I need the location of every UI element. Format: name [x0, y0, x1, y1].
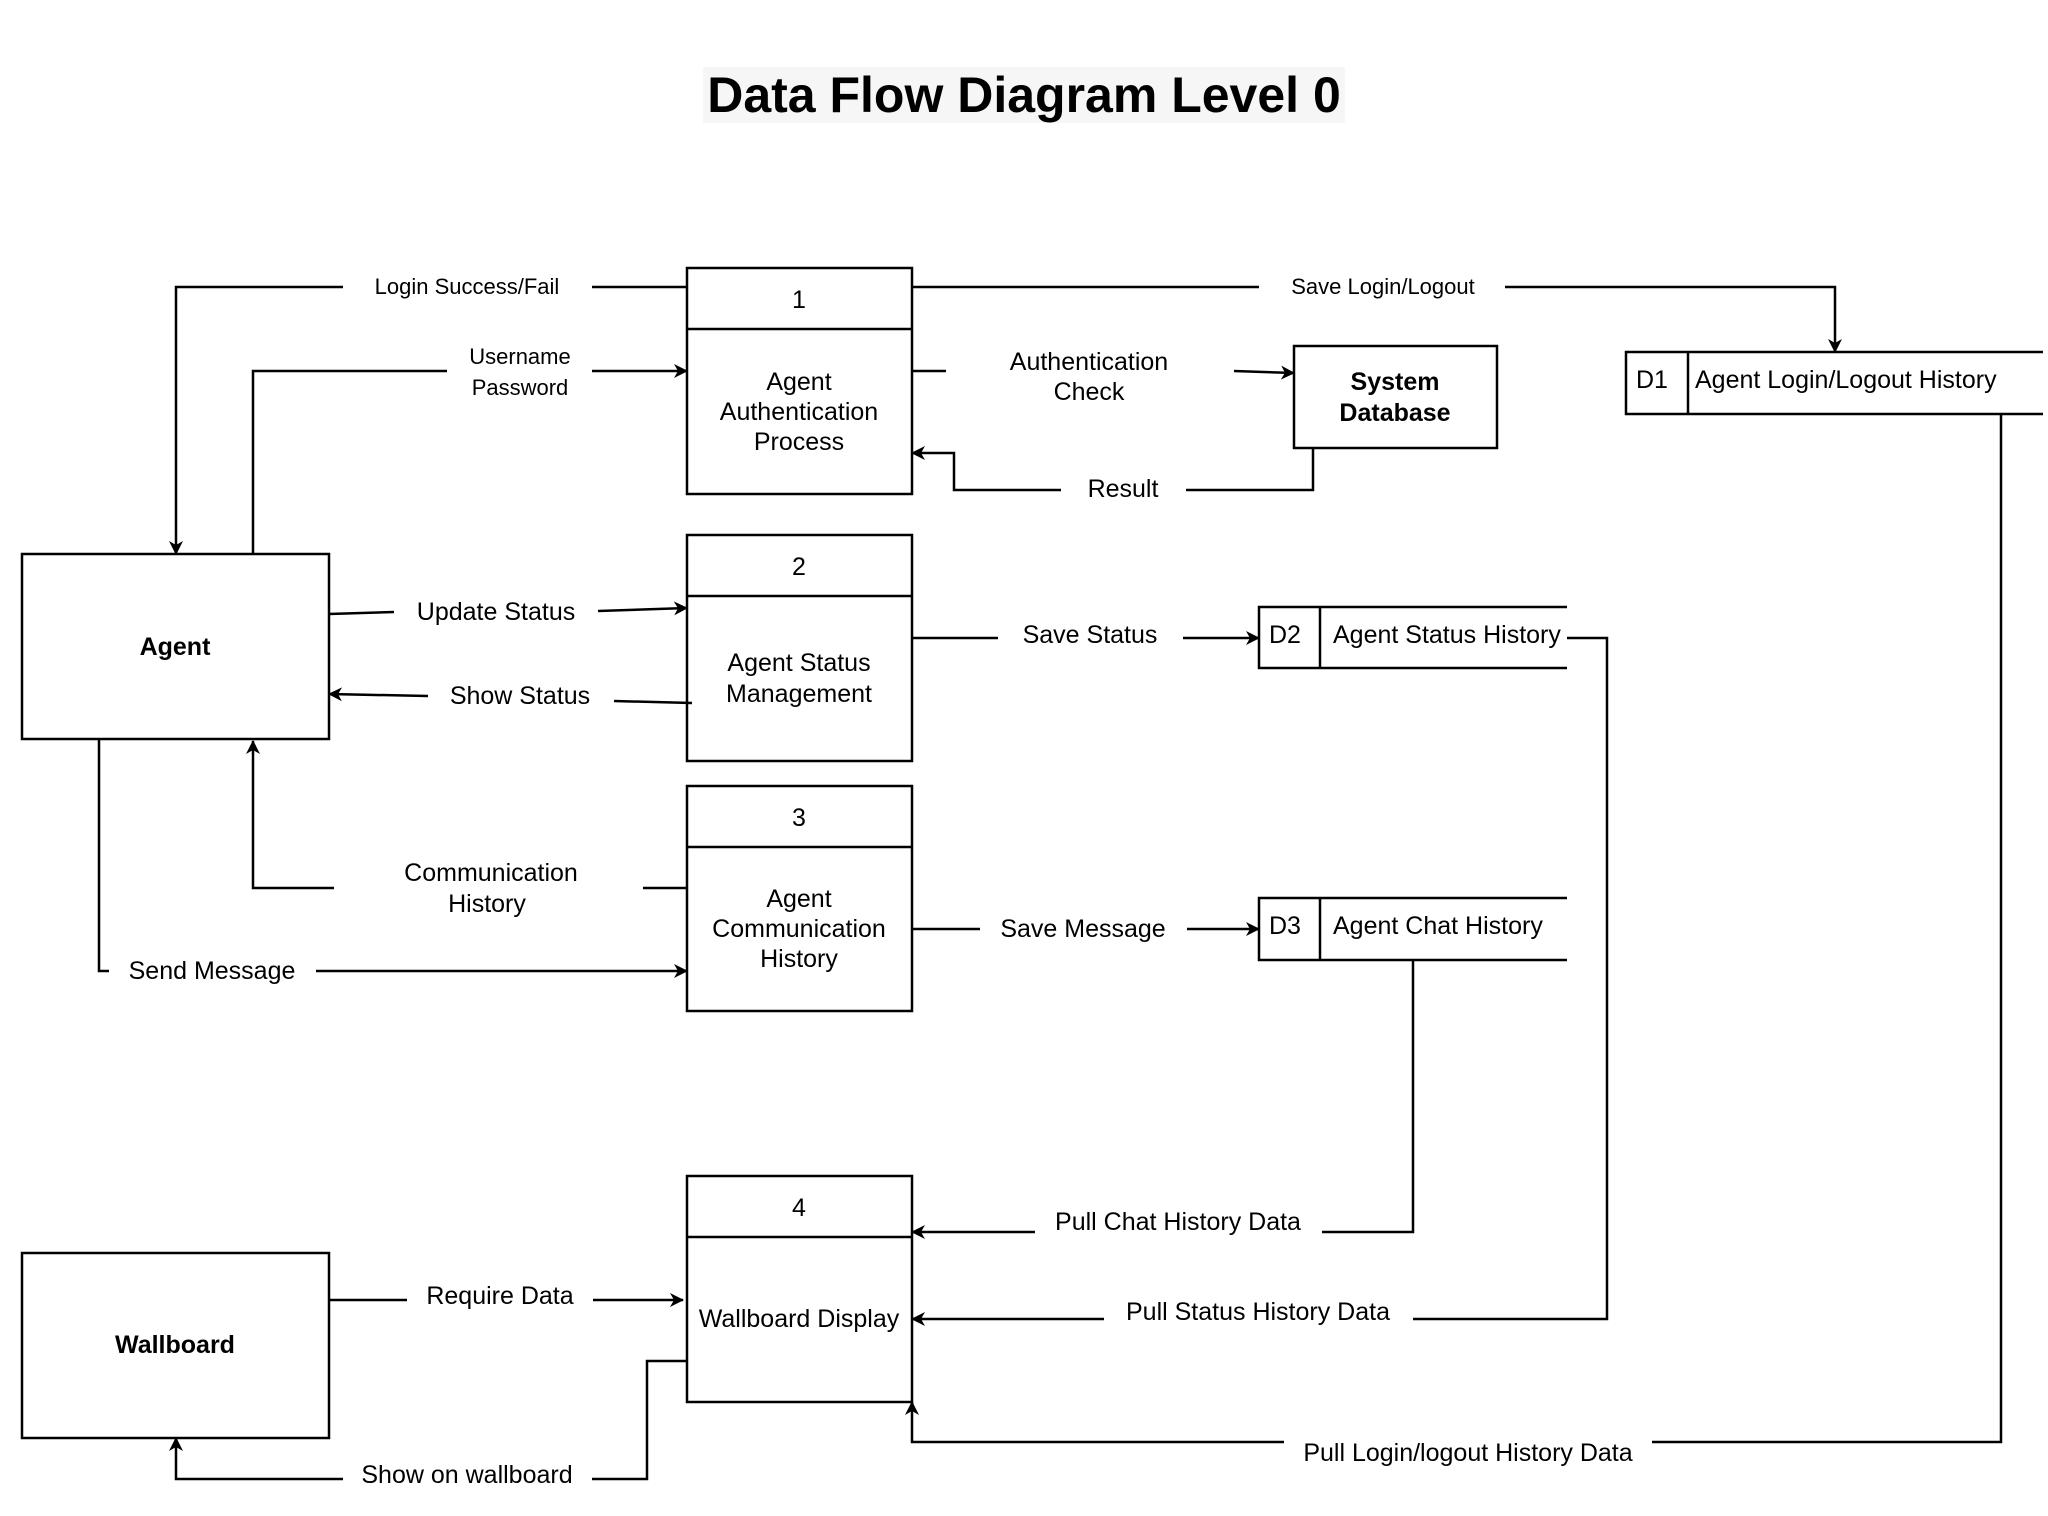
- svg-text:Wallboard: Wallboard: [115, 1331, 235, 1359]
- svg-text:Result: Result: [1088, 475, 1159, 503]
- svg-text:Show on wallboard: Show on wallboard: [361, 1461, 572, 1489]
- flow-require-data: Require Data: [329, 1282, 684, 1310]
- flow-update-status: Update Status: [328, 598, 688, 626]
- svg-text:Pull Status History Data: Pull Status History Data: [1126, 1298, 1390, 1326]
- svg-text:Database: Database: [1339, 399, 1450, 427]
- diagram-title: Data Flow Diagram Level 0: [0, 66, 2048, 124]
- flow-result: Result: [911, 446, 1315, 503]
- svg-text:Save Login/Logout: Save Login/Logout: [1291, 274, 1475, 299]
- data-store-d1: D1 Agent Login/Logout History: [1624, 350, 2043, 416]
- svg-text:2: 2: [792, 553, 806, 581]
- svg-text:Password: Password: [472, 375, 569, 400]
- flow-save-login-logout: Save Login/Logout: [912, 274, 1842, 353]
- flow-save-status: Save Status: [912, 621, 1260, 649]
- svg-text:Wallboard Display: Wallboard Display: [699, 1305, 900, 1333]
- svg-text:Agent Status History: Agent Status History: [1333, 621, 1561, 649]
- process-1-agent-authentication: 1 Agent Authentication Process: [685, 266, 914, 496]
- flow-username-password: Username Password: [251, 344, 688, 554]
- flow-save-message: Save Message: [912, 915, 1260, 943]
- svg-text:1: 1: [792, 286, 806, 314]
- svg-text:History: History: [760, 945, 838, 973]
- svg-text:History: History: [448, 890, 526, 918]
- svg-text:3: 3: [792, 804, 806, 832]
- flow-pull-chat-history: Pull Chat History Data: [911, 960, 1415, 1239]
- process-2-agent-status-management: 2 Agent Status Management: [685, 533, 914, 763]
- svg-text:Agent: Agent: [766, 885, 831, 913]
- svg-text:Authentication: Authentication: [1010, 348, 1168, 376]
- process-4-wallboard-display: 4 Wallboard Display: [685, 1174, 914, 1404]
- svg-text:System: System: [1351, 368, 1440, 396]
- flow-show-status: Show Status: [328, 682, 693, 710]
- svg-text:D2: D2: [1269, 621, 1301, 649]
- svg-text:Require Data: Require Data: [426, 1282, 573, 1310]
- svg-text:4: 4: [792, 1194, 806, 1222]
- svg-text:Save Status: Save Status: [1023, 621, 1158, 649]
- flow-pull-status-history: Pull Status History Data: [911, 636, 1609, 1326]
- flow-authentication-check: Authentication Check: [912, 348, 1295, 406]
- flow-pull-login-logout-history: Pull Login/logout History Data: [905, 414, 2003, 1467]
- svg-text:Agent Chat History: Agent Chat History: [1333, 912, 1543, 940]
- svg-text:Username: Username: [469, 344, 570, 369]
- agent-entity: Agent: [20, 552, 331, 741]
- svg-text:Agent Status: Agent Status: [727, 649, 870, 677]
- svg-text:Check: Check: [1054, 378, 1125, 406]
- wallboard-entity: Wallboard: [20, 1251, 331, 1440]
- svg-text:Login Success/Fail: Login Success/Fail: [375, 274, 560, 299]
- svg-text:Agent Login/Logout History: Agent Login/Logout History: [1695, 366, 1997, 394]
- svg-text:Agent: Agent: [766, 368, 831, 396]
- svg-text:Communication: Communication: [404, 859, 578, 887]
- process-3-agent-communication-history: 3 Agent Communication History: [685, 784, 914, 1013]
- svg-text:Pull Chat History Data: Pull Chat History Data: [1055, 1208, 1301, 1236]
- svg-text:D3: D3: [1269, 912, 1301, 940]
- svg-text:Agent: Agent: [140, 633, 212, 661]
- svg-text:Send Message: Send Message: [129, 957, 296, 985]
- svg-text:Save Message: Save Message: [1000, 915, 1165, 943]
- svg-text:Show Status: Show Status: [450, 682, 590, 710]
- svg-text:Pull Login/logout History Data: Pull Login/logout History Data: [1303, 1439, 1632, 1467]
- flow-send-message: Send Message: [97, 739, 688, 985]
- flow-login-success-fail: Login Success/Fail: [169, 274, 687, 555]
- svg-text:D1: D1: [1636, 366, 1668, 394]
- svg-text:Process: Process: [754, 428, 844, 456]
- svg-text:Authentication: Authentication: [720, 398, 878, 426]
- data-store-d2: D2 Agent Status History: [1257, 605, 1567, 670]
- svg-text:Update Status: Update Status: [417, 598, 575, 626]
- svg-text:Communication: Communication: [712, 915, 886, 943]
- flow-show-on-wallboard: Show on wallboard: [169, 1359, 687, 1489]
- svg-text:Management: Management: [726, 680, 872, 708]
- system-database-entity: System Database: [1292, 344, 1499, 450]
- flow-communication-history: Communication History: [246, 740, 687, 918]
- data-store-d3: D3 Agent Chat History: [1257, 896, 1567, 962]
